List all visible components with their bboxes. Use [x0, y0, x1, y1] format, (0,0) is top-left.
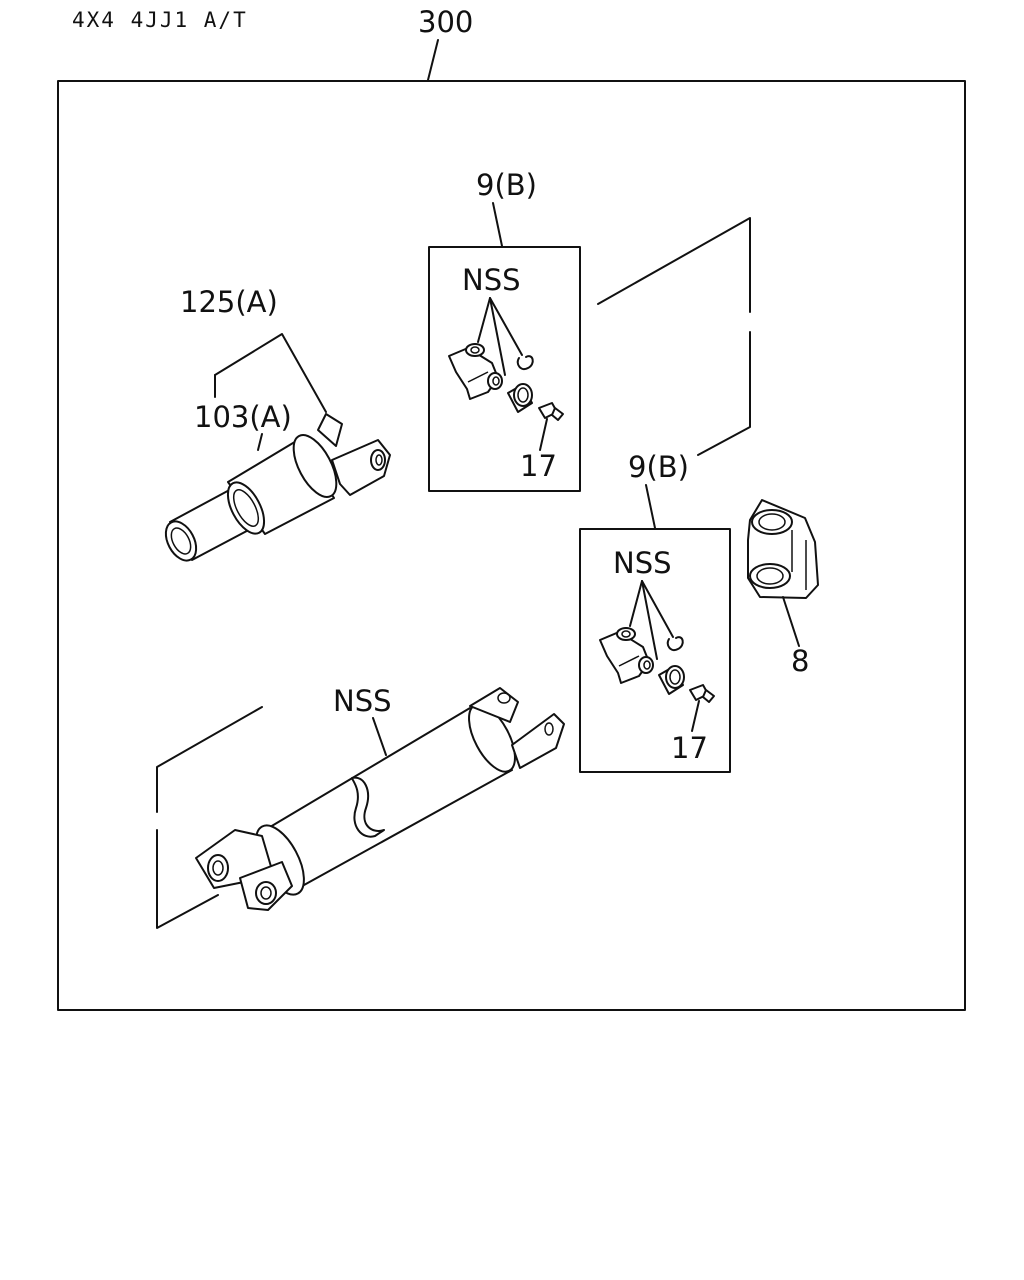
callout-103a: 103(A): [194, 400, 292, 434]
bracket-125a: [214, 333, 327, 413]
assembly-frame: [57, 80, 966, 1011]
leader-300: [427, 39, 439, 81]
leader-9b-lower: [645, 484, 656, 529]
bearing-cup-upper: [507, 383, 533, 413]
callout-nss-lower: NSS: [613, 546, 672, 580]
snap-ring-upper: [516, 355, 534, 370]
grease-fitting-lower: [689, 684, 715, 703]
callout-300: 300: [418, 5, 473, 39]
leader-8: [782, 596, 800, 647]
callout-nss-upper: NSS: [462, 263, 521, 297]
callout-125a: 125(A): [180, 285, 278, 319]
header-title: 4X4 4JJ1 A/T: [72, 8, 248, 32]
assembly-bracket-left: [156, 706, 263, 929]
leader-103a: [257, 433, 263, 451]
universal-joint-cross-lower: [599, 627, 654, 684]
grease-fitting-upper: [538, 402, 564, 421]
callout-nss-shaft: NSS: [333, 684, 392, 718]
joint-kit-box-upper: [428, 246, 581, 492]
front-slip-yoke-shaft: [164, 413, 391, 562]
snap-ring-lower: [666, 636, 684, 651]
callout-17-lower: 17: [671, 731, 708, 765]
leader-17-lower: [691, 700, 700, 732]
universal-joint-cross-upper: [448, 343, 503, 400]
joint-kit-box-lower: [579, 528, 731, 773]
assembly-bracket-right: [597, 217, 751, 456]
callout-8: 8: [791, 644, 809, 678]
bearing-cup-lower: [658, 665, 685, 695]
leader-nss-shaft: [372, 717, 387, 756]
rear-propeller-shaft: [195, 687, 565, 911]
callout-9b-upper: 9(B): [476, 168, 537, 202]
nss-leaders-lower: [629, 580, 674, 660]
flange-yoke: [747, 499, 819, 599]
nss-leaders-upper: [477, 297, 523, 376]
callout-9b-lower: 9(B): [628, 450, 689, 484]
leader-17-upper: [539, 418, 548, 451]
leader-9b-upper: [492, 202, 503, 247]
callout-17-upper: 17: [520, 449, 557, 483]
